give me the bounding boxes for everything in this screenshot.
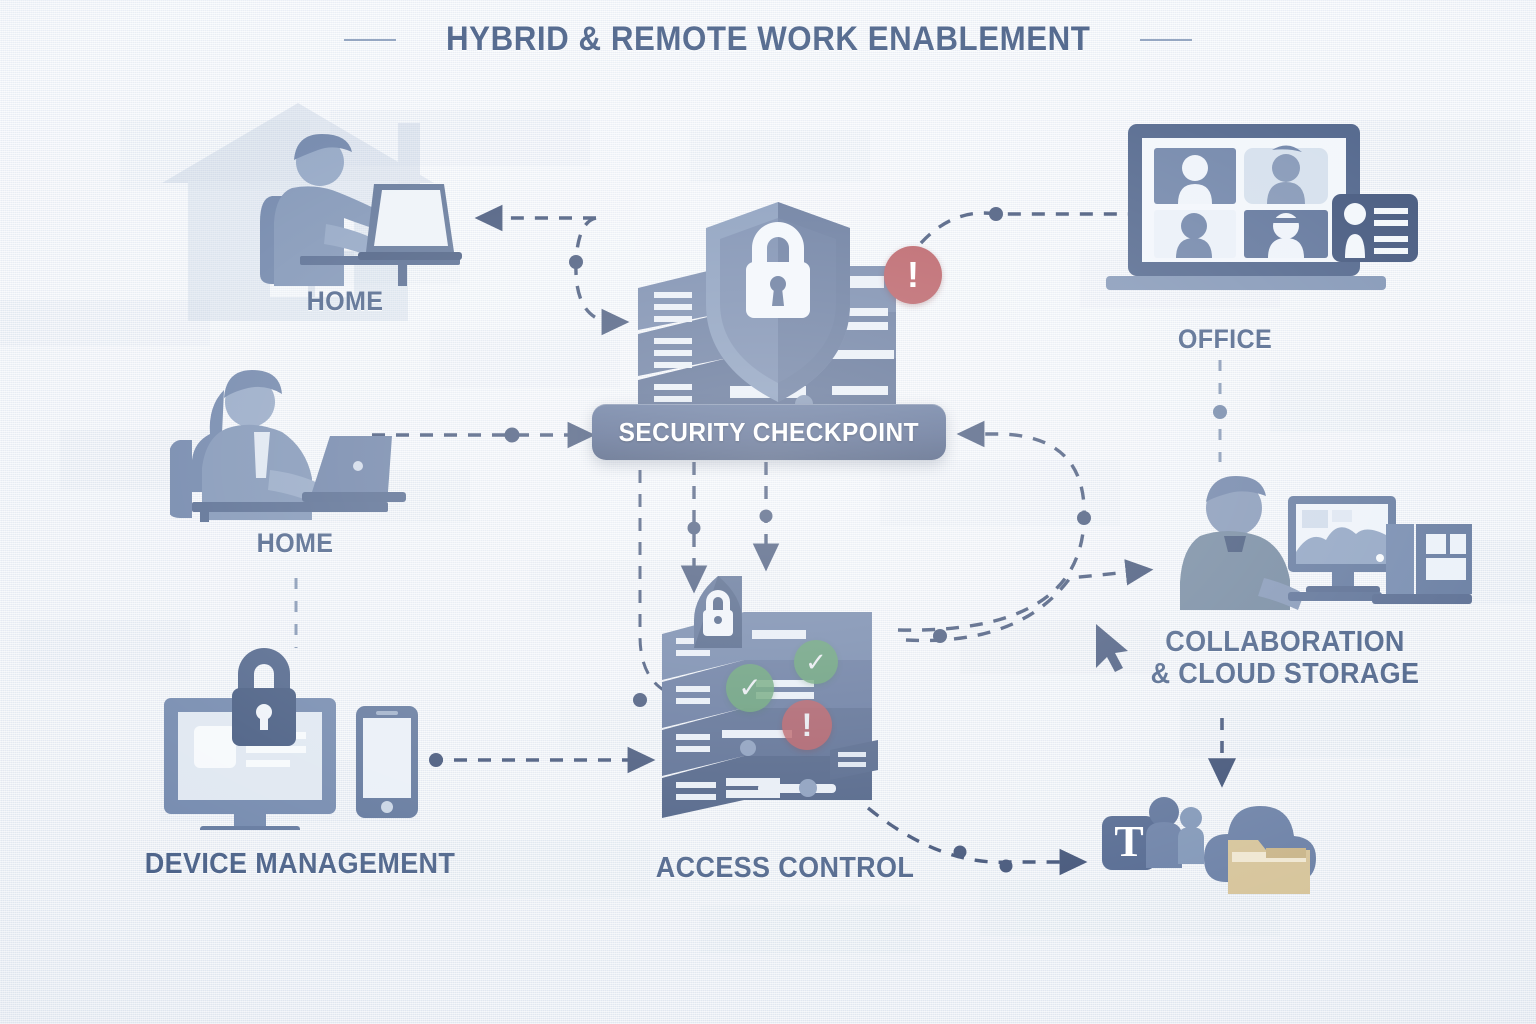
mouse-pointer-icon <box>1096 624 1128 672</box>
check-glyph: ✓ <box>738 672 762 703</box>
connector-node-dot <box>429 207 1091 873</box>
teams-and-cloud-folder-icon: T <box>1102 797 1316 894</box>
title-rule-left <box>343 38 396 41</box>
node-label-access-control: ACCESS CONTROL <box>655 852 915 884</box>
server-stack-shield-icon <box>662 576 878 818</box>
security-checkpoint-banner[interactable]: SECURITY CHECKPOINT <box>592 404 946 460</box>
person-at-desktop-icon <box>1180 476 1472 610</box>
access-control-ok-badge-1: ✓ <box>726 664 774 712</box>
node-label-collaboration: COLLABORATION & CLOUD STORAGE <box>1122 626 1448 691</box>
node-label-home-mid: HOME <box>256 528 334 558</box>
woman-at-laptop-icon <box>170 370 406 522</box>
checkpoint-alert-badge: ! <box>884 246 942 304</box>
person-at-laptop-icon <box>260 134 462 286</box>
laptop-video-call-icon <box>1106 124 1418 290</box>
access-control-ok-badge-2: ✓ <box>794 640 838 684</box>
node-label-office: OFFICE <box>1177 324 1273 354</box>
collaboration-label-line1: COLLABORATION <box>1165 626 1405 658</box>
title-rule-right <box>1140 38 1193 41</box>
diagram-title-text: HYBRID & REMOTE WORK ENABLEMENT <box>445 20 1091 58</box>
alert-glyph: ! <box>801 707 813 743</box>
check-glyph: ✓ <box>805 647 827 677</box>
svg-text:T: T <box>1114 817 1143 866</box>
node-label-device-management: DEVICE MANAGEMENT <box>144 848 456 880</box>
shield-lock-servers-icon <box>638 202 896 410</box>
diagram-title: HYBRID & REMOTE WORK ENABLEMENT <box>0 20 1536 59</box>
alert-glyph: ! <box>907 254 919 295</box>
security-checkpoint-label: SECURITY CHECKPOINT <box>618 416 920 447</box>
node-label-home-top: HOME <box>306 286 384 316</box>
collaboration-label-line2: & CLOUD STORAGE <box>1150 658 1420 691</box>
access-control-alert-badge: ! <box>782 700 832 750</box>
monitor-lock-phone-icon <box>164 648 418 830</box>
